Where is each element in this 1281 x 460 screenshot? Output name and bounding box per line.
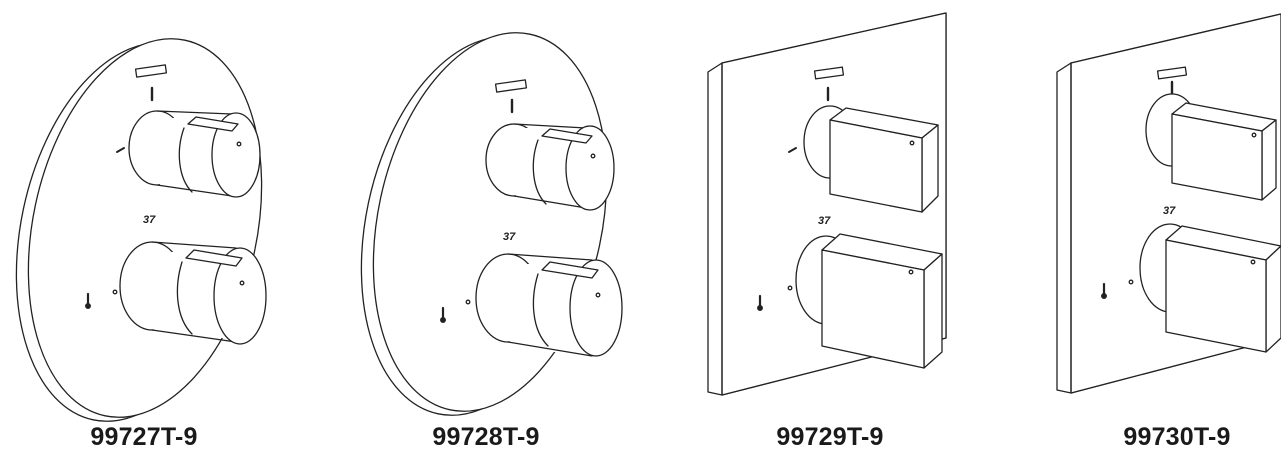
model-label: 99729T-9 <box>776 423 884 451</box>
flow-knob[interactable] <box>1145 93 1277 201</box>
thermometer-icon <box>440 306 446 323</box>
logo-plate-icon <box>813 66 845 80</box>
round-cover-plate <box>15 38 263 422</box>
product-99730T-9: 37 <box>1056 13 1281 394</box>
product-99728T-9: 37 <box>360 32 623 416</box>
logo-plate-icon <box>494 79 528 93</box>
logo-plate-icon <box>1156 66 1188 80</box>
thermometer-icon <box>85 292 91 309</box>
dot-mark-icon <box>465 299 471 305</box>
logo-plate-icon <box>134 64 168 78</box>
model-label: 99730T-9 <box>1123 423 1231 451</box>
temp-mark: 37 <box>1163 205 1176 217</box>
thermometer-icon <box>1101 282 1107 299</box>
temperature-knob[interactable] <box>1139 223 1281 353</box>
temperature-knob[interactable] <box>119 241 267 345</box>
flow-knob[interactable] <box>803 105 939 213</box>
temp-mark: 37 <box>503 231 516 243</box>
flow-low-mark-icon <box>788 147 797 153</box>
flow-knob[interactable] <box>485 123 615 211</box>
temperature-knob[interactable] <box>475 253 623 357</box>
dot-mark-icon <box>787 285 793 291</box>
model-label: 99728T-9 <box>432 423 540 451</box>
temp-mark: 37 <box>143 214 156 226</box>
round-cover-plate <box>360 32 608 416</box>
model-label: 99727T-9 <box>90 423 198 451</box>
dot-mark-icon <box>112 289 118 295</box>
dot-mark-icon <box>1128 279 1134 285</box>
product-99727T-9: 37 <box>15 38 267 422</box>
product-99729T-9: 37 <box>707 12 947 396</box>
flow-low-mark-icon <box>116 147 125 153</box>
flow-knob[interactable] <box>128 110 261 198</box>
temp-mark: 37 <box>818 215 831 227</box>
temperature-knob[interactable] <box>795 233 943 369</box>
thermometer-icon <box>757 294 763 311</box>
